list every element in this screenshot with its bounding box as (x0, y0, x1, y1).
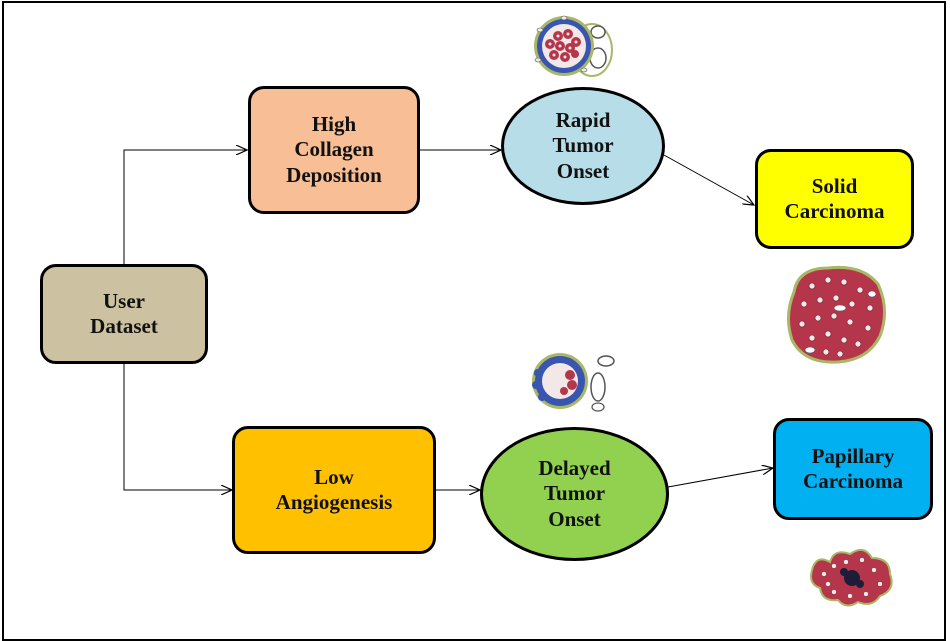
duct-cross-section-illustration (534, 15, 613, 77)
node-rapid-onset-label: Rapid Tumor Onset (552, 108, 614, 183)
node-rapid-onset: Rapid Tumor Onset (501, 87, 665, 205)
papillary-tumor-illustration (810, 548, 893, 607)
node-solid-carcinoma: Solid Carcinoma (755, 149, 914, 249)
solid-tumor-illustration (787, 265, 886, 364)
node-high-collagen: High Collagen Deposition (248, 86, 420, 214)
edge-dataset-to-angiogenesis (123, 364, 232, 490)
node-low-angiogenesis: Low Angiogenesis (232, 426, 436, 554)
node-user-dataset: User Dataset (40, 264, 208, 364)
node-high-collagen-label: High Collagen Deposition (286, 112, 382, 187)
node-solid-carcinoma-label: Solid Carcinoma (784, 173, 885, 223)
connector-layer (123, 0, 950, 621)
node-low-angiogenesis-label: Low Angiogenesis (275, 464, 393, 514)
node-papillary-carcinoma-label: Papillary Carcinoma (803, 443, 903, 493)
node-papillary-carcinoma: Papillary Carcinoma (773, 418, 933, 520)
node-user-dataset-label: User Dataset (90, 288, 158, 338)
node-delayed-onset: Delayed Tumor Onset (480, 427, 669, 561)
node-delayed-onset-label: Delayed Tumor Onset (538, 456, 611, 531)
edge-dataset-to-collagen (123, 150, 247, 264)
edge-rapid-to-solid (663, 154, 754, 205)
duct-small-illustration (532, 353, 615, 412)
edge-delayed-to-papillary (667, 468, 773, 488)
